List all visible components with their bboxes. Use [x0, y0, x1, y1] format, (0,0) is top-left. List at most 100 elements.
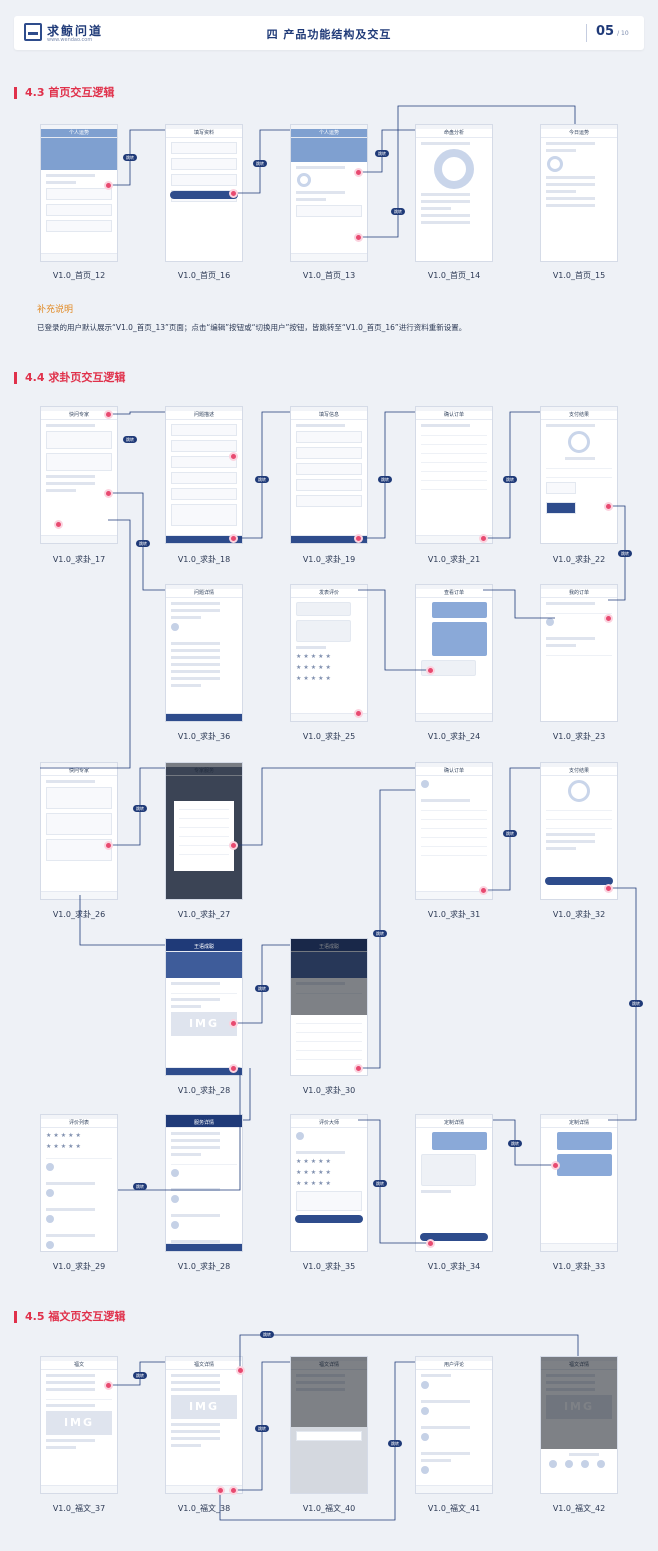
screen-fuwen-37[interactable]: 福文 IMG [40, 1356, 118, 1494]
link-tag: 跳转 [508, 1140, 522, 1147]
screen-qiugua-28b[interactable]: 服务详情 [165, 1114, 243, 1252]
section-title-qiugua: 4.4 求卦页交互逻辑 [14, 372, 125, 384]
link-tag: 跳转 [255, 476, 269, 483]
screen-qiugua-36[interactable]: 问题详情 [165, 584, 243, 722]
caption-qiugua-28b: V1.0_求卦_28 [177, 1262, 231, 1271]
screen-qiugua-34[interactable]: 定制详情 [415, 1114, 493, 1252]
caption-qiugua-36: V1.0_求卦_36 [177, 732, 231, 741]
hotspot-q32[interactable] [604, 884, 613, 893]
screen-qiugua-32[interactable]: 支付结果 [540, 762, 618, 900]
screen-nav-title: 个人运势 [291, 129, 367, 138]
screen-nav-title: 命盘分析 [416, 129, 492, 138]
screen-qiugua-21[interactable]: 确认订单 [415, 406, 493, 544]
hotspot-q27[interactable] [229, 841, 238, 850]
caption-qiugua-31: V1.0_求卦_31 [427, 910, 481, 919]
hotspot-q28-bottom[interactable] [229, 1064, 238, 1073]
header-divider [586, 24, 587, 42]
screen-nav-title: 支付结果 [541, 411, 617, 420]
screen-nav-title: 定制详情 [416, 1119, 492, 1128]
hotspot-home13-switch[interactable] [354, 233, 363, 242]
screen-qiugua-27[interactable]: 专家服务 [165, 762, 243, 900]
screen-nav-title: 专家服务 [166, 767, 242, 776]
caption-qiugua-25: V1.0_求卦_25 [302, 732, 356, 741]
screen-nav-title: 我的订单 [541, 589, 617, 598]
screen-qiugua-26[interactable]: 快问专家 [40, 762, 118, 900]
hotspot-q23[interactable] [604, 614, 613, 623]
screen-fuwen-40[interactable]: 福文详情 [290, 1356, 368, 1494]
screen-qiugua-22[interactable]: 支付结果 [540, 406, 618, 544]
hotspot-f38-write[interactable] [229, 1486, 238, 1495]
link-tag: 跳转 [123, 436, 137, 443]
hotspot-q28[interactable] [229, 1019, 238, 1028]
screen-qiugua-18[interactable]: 问题描述 [165, 406, 243, 544]
hotspot-q17-mid[interactable] [104, 489, 113, 498]
hotspot-q17-top[interactable] [104, 410, 113, 419]
hotspot-q30[interactable] [354, 1064, 363, 1073]
caption-fuwen-38: V1.0_福文_38 [177, 1504, 231, 1513]
screen-qiugua-17[interactable]: 快问专家 [40, 406, 118, 544]
hotspot-f38-top[interactable] [236, 1366, 245, 1375]
image-placeholder: IMG [171, 1395, 237, 1419]
caption-qiugua-35: V1.0_求卦_35 [302, 1262, 356, 1271]
screen-nav-title: 王语成聪 [291, 943, 367, 952]
caption-qiugua-32: V1.0_求卦_32 [552, 910, 606, 919]
caption-home-14: V1.0_首页_14 [427, 271, 481, 280]
hotspot-q17-bottom[interactable] [54, 520, 63, 529]
screen-nav-title: 填写资料 [166, 129, 242, 138]
caption-qiugua-28: V1.0_求卦_28 [177, 1086, 231, 1095]
caption-qiugua-21: V1.0_求卦_21 [427, 555, 481, 564]
screen-qiugua-25[interactable]: 发表评价 ★★★★★★★★★★★★★★★ [290, 584, 368, 722]
screen-nav-title: 评价大师 [291, 1119, 367, 1128]
hotspot-f38-comment[interactable] [216, 1486, 225, 1495]
image-placeholder: IMG [171, 1012, 237, 1036]
screen-nav-title: 查看订单 [416, 589, 492, 598]
hotspot-home12[interactable] [104, 181, 113, 190]
screen-home-12[interactable]: 个人运势 [40, 124, 118, 262]
caption-qiugua-17: V1.0_求卦_17 [52, 555, 106, 564]
screen-qiugua-28[interactable]: 王语成聪 IMG [165, 938, 243, 1076]
hotspot-f37[interactable] [104, 1381, 113, 1390]
link-tag: 跳转 [133, 1372, 147, 1379]
hotspot-home13-edit[interactable] [354, 168, 363, 177]
hotspot-q25[interactable] [354, 709, 363, 718]
link-q27-q31 [233, 767, 415, 846]
screen-fuwen-38[interactable]: 福文详情 IMG [165, 1356, 243, 1494]
hotspot-q33[interactable] [551, 1161, 560, 1170]
screen-qiugua-31[interactable]: 确认订单 [415, 762, 493, 900]
hotspot-q26[interactable] [104, 841, 113, 850]
screen-nav-title: 服务详情 [166, 1119, 242, 1128]
screen-qiugua-24[interactable]: 查看订单 [415, 584, 493, 722]
screen-qiugua-23[interactable]: 我的订单 [540, 584, 618, 722]
caption-qiugua-19: V1.0_求卦_19 [302, 555, 356, 564]
hotspot-q19-next[interactable] [354, 534, 363, 543]
screen-qiugua-19[interactable]: 填写信息 [290, 406, 368, 544]
hotspot-home16[interactable] [229, 189, 238, 198]
screen-qiugua-35[interactable]: 评价大师 ★★★★★★★★★★★★★★★ [290, 1114, 368, 1252]
image-placeholder: IMG [546, 1395, 612, 1419]
screen-home-14[interactable]: 命盘分析 [415, 124, 493, 262]
link-tag: 跳转 [378, 476, 392, 483]
screen-qiugua-30[interactable]: 王语成聪 [290, 938, 368, 1076]
screen-fuwen-42[interactable]: 福文详情 IMG [540, 1356, 618, 1494]
screen-nav-title: 问题详情 [166, 589, 242, 598]
link-tag: 跳转 [388, 1440, 402, 1447]
brand-url: www.wendao.com [47, 37, 93, 43]
screen-nav-title: 今日运势 [541, 129, 617, 138]
hotspot-q34[interactable] [426, 1239, 435, 1248]
screen-fuwen-41[interactable]: 用户评论 [415, 1356, 493, 1494]
hotspot-q18-next[interactable] [229, 534, 238, 543]
hotspot-q24[interactable] [426, 666, 435, 675]
screen-nav-title: 填写信息 [291, 411, 367, 420]
header-bar: 求鲸问道 www.wendao.com 四 产品功能结构及交互 05/ 10 [14, 16, 644, 50]
screen-qiugua-33[interactable]: 定制详情 [540, 1114, 618, 1252]
screen-nav-title: 确认订单 [416, 767, 492, 776]
link-tag: 跳转 [255, 1425, 269, 1432]
screen-nav-title: 王语成聪 [166, 943, 242, 952]
hotspot-q18[interactable] [229, 452, 238, 461]
hotspot-q31[interactable] [479, 886, 488, 895]
link-tag: 跳转 [373, 930, 387, 937]
hotspot-q22[interactable] [604, 502, 613, 511]
screen-qiugua-29[interactable]: 评价列表 ★★★★★★★★★★ [40, 1114, 118, 1252]
screen-home-15[interactable]: 今日运势 [540, 124, 618, 262]
hotspot-q21-pay[interactable] [479, 534, 488, 543]
